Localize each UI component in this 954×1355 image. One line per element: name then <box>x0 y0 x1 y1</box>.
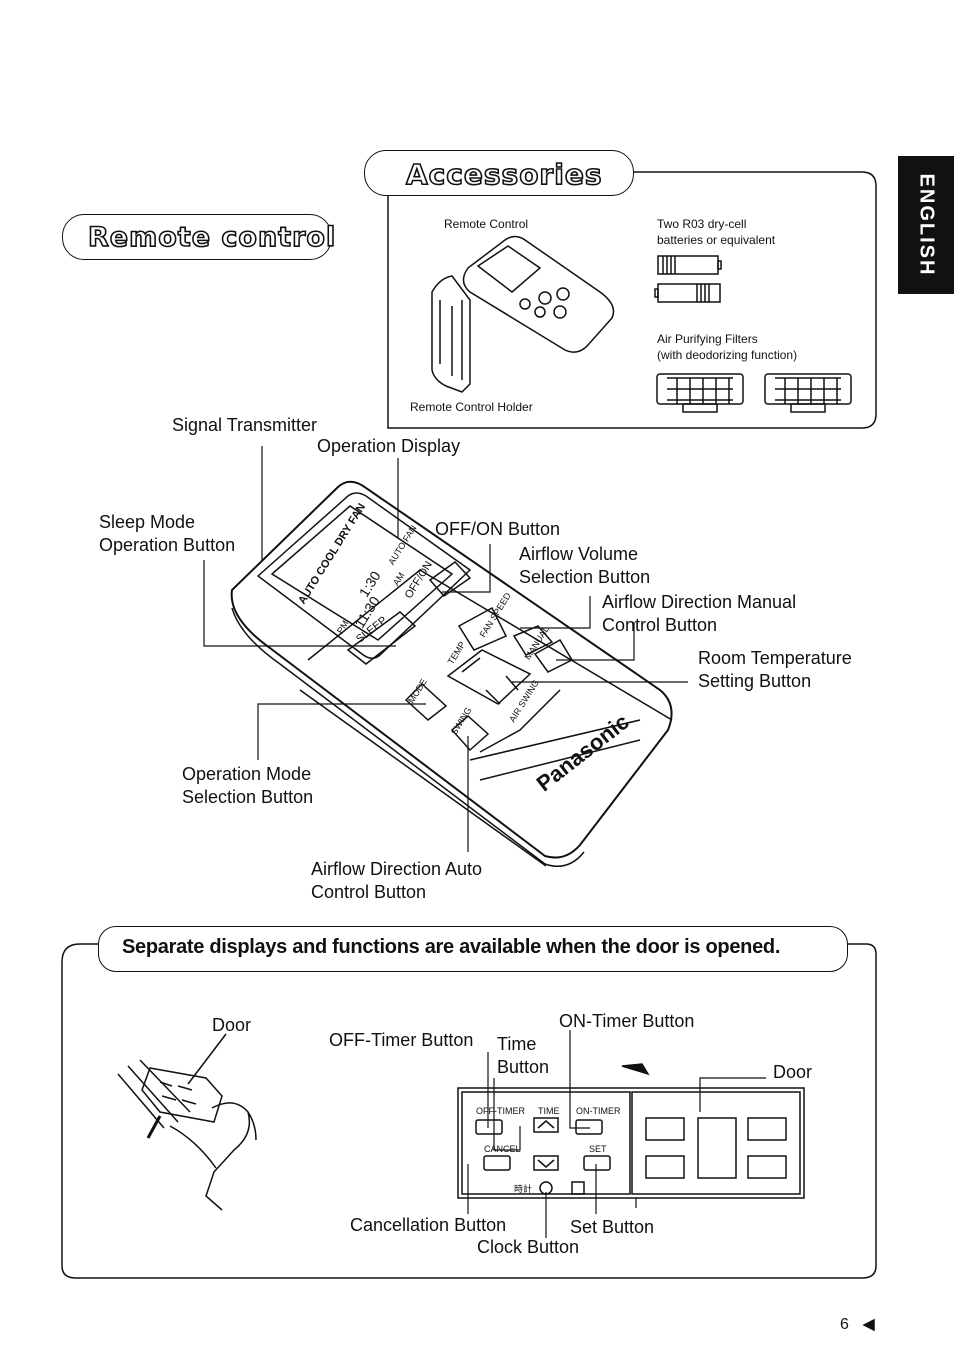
label-airflow-manual-1: Airflow Direction Manual <box>602 592 797 612</box>
remote-illustration <box>230 480 673 867</box>
page-arrow-icon <box>862 1318 875 1332</box>
label-op-mode-2: Selection Button <box>182 787 314 807</box>
panel-cancel[interactable]: CANCEL <box>484 1144 521 1154</box>
open-arrow-icon <box>621 1063 650 1076</box>
panel-time[interactable]: TIME <box>538 1106 560 1116</box>
accessories-box <box>387 171 877 429</box>
language-tab: ENGLISH <box>898 156 954 294</box>
label-clock: Clock Button <box>477 1237 580 1257</box>
door-hand-illustration <box>117 1033 257 1211</box>
filters-label-1: Air Purifying Filters <box>657 332 758 346</box>
page-number: 6 <box>840 1316 849 1333</box>
accessory-remote-label: Remote Control <box>444 217 529 231</box>
label-op-mode-1: Operation Mode <box>182 764 312 784</box>
accessories-title-box <box>364 150 634 196</box>
holder-illustration <box>431 275 471 393</box>
panel-clock[interactable]: 時計 <box>514 1185 533 1195</box>
label-signal-transmitter: Signal Transmitter <box>172 415 318 435</box>
label-airflow-auto-2: Control Button <box>311 882 427 902</box>
batteries-label-1: Two R03 dry-cell <box>657 217 747 231</box>
accessories-title: Accessories <box>405 157 603 192</box>
panel-set[interactable]: SET <box>589 1144 607 1154</box>
label-sleep-1: Sleep Mode <box>99 512 196 532</box>
accessory-holder-label: Remote Control Holder <box>410 400 533 414</box>
label-off-timer: OFF-Timer Button <box>329 1030 474 1050</box>
label-cancellation: Cancellation Button <box>350 1215 507 1235</box>
banner-box <box>98 926 848 972</box>
door-leaders <box>467 1030 766 1238</box>
batteries-illustration <box>654 255 722 303</box>
door-banner: Separate displays and functions are avai… <box>122 936 781 958</box>
label-door-2: Door <box>773 1062 813 1082</box>
remote-title-box <box>62 214 332 260</box>
remote-title: Remote control <box>87 221 337 254</box>
label-operation-display: Operation Display <box>317 436 461 456</box>
label-room-temp-1: Room Temperature <box>698 648 852 668</box>
filters-label-2: (with deodorizing function) <box>657 348 798 362</box>
label-airflow-auto-1: Airflow Direction Auto <box>311 859 483 879</box>
panel-off-timer[interactable]: OFF-TIMER <box>476 1106 525 1116</box>
door-section-box <box>61 943 877 1279</box>
label-airflow-volume-2: Selection Button <box>519 567 651 587</box>
batteries-label-2: batteries or equivalent <box>657 233 776 247</box>
label-airflow-manual-2: Control Button <box>602 615 718 635</box>
door-panel-illustration <box>457 1087 805 1199</box>
label-sleep-2: Operation Button <box>99 535 236 555</box>
label-time-2: Button <box>497 1057 550 1077</box>
filters-illustration <box>656 373 852 413</box>
label-time-1: Time <box>497 1034 537 1054</box>
label-room-temp-2: Setting Button <box>698 671 812 691</box>
label-set: Set Button <box>570 1217 655 1237</box>
panel-on-timer[interactable]: ON-TIMER <box>576 1106 621 1116</box>
label-door: Door <box>212 1015 252 1035</box>
label-airflow-volume-1: Airflow Volume <box>519 544 639 564</box>
remote-leaders <box>203 446 688 852</box>
accessory-remote-illustration <box>462 235 615 353</box>
label-on-timer: ON-Timer Button <box>559 1011 695 1031</box>
label-offon: OFF/ON Button <box>435 519 561 539</box>
